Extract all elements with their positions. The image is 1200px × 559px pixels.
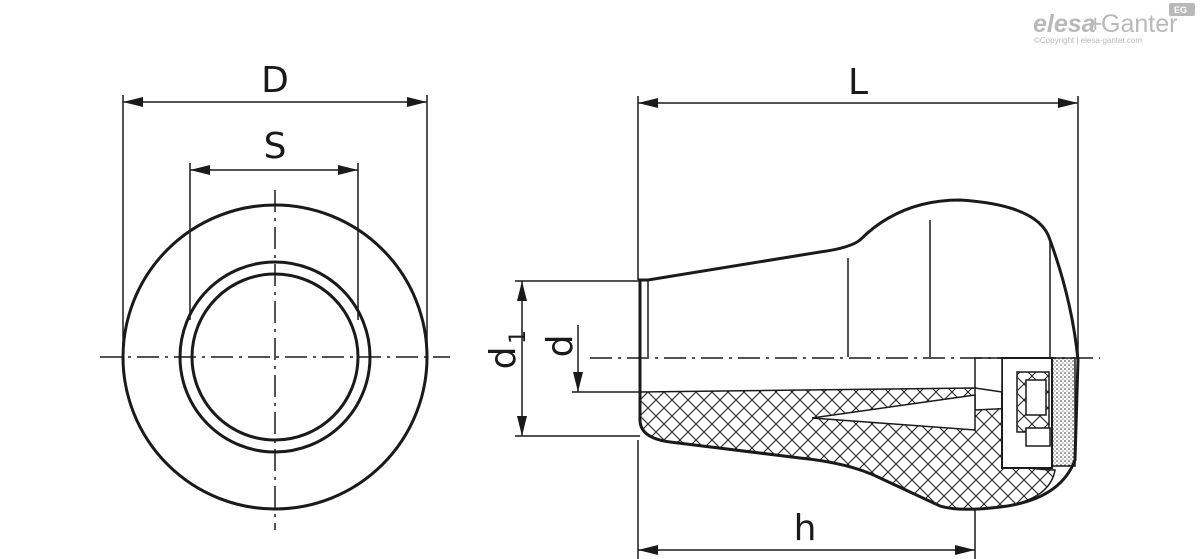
dimension-d1-main: d <box>483 347 524 370</box>
brand-name-ganter: Ganter <box>1101 10 1177 38</box>
knob-outline <box>638 198 1080 511</box>
side-view: L h d 1 d <box>483 62 1100 559</box>
dimension-S-label: S <box>264 126 287 167</box>
brand-badge-text: EG <box>1174 5 1187 15</box>
dimension-d1-subscript: 1 <box>506 330 531 344</box>
brand-name-elesa: elesa <box>1033 10 1096 38</box>
dimension-d-label-group: d <box>540 335 581 358</box>
dimension-L-label: L <box>848 62 868 103</box>
brand-logo: elesa + Ganter EG ©Copyright | elesa-gan… <box>1033 3 1195 45</box>
inner-cavity <box>811 394 976 431</box>
dimension-d1-label: d 1 <box>483 330 531 369</box>
metal-insert <box>1049 357 1076 467</box>
brand-badge <box>1169 3 1195 16</box>
copyright-text: ©Copyright | elesa-ganter.com <box>1034 36 1142 45</box>
insert-lower-slot <box>1025 427 1051 447</box>
dimension-d-label: d <box>540 335 581 358</box>
dimension-h-label: h <box>794 508 817 549</box>
brand-plus: + <box>1088 10 1103 38</box>
insert-slot <box>1025 379 1047 416</box>
dimension-D-label: D <box>261 60 289 101</box>
bore-step <box>974 357 1003 393</box>
front-view: D S <box>100 60 450 530</box>
section-hatch <box>639 387 1056 510</box>
